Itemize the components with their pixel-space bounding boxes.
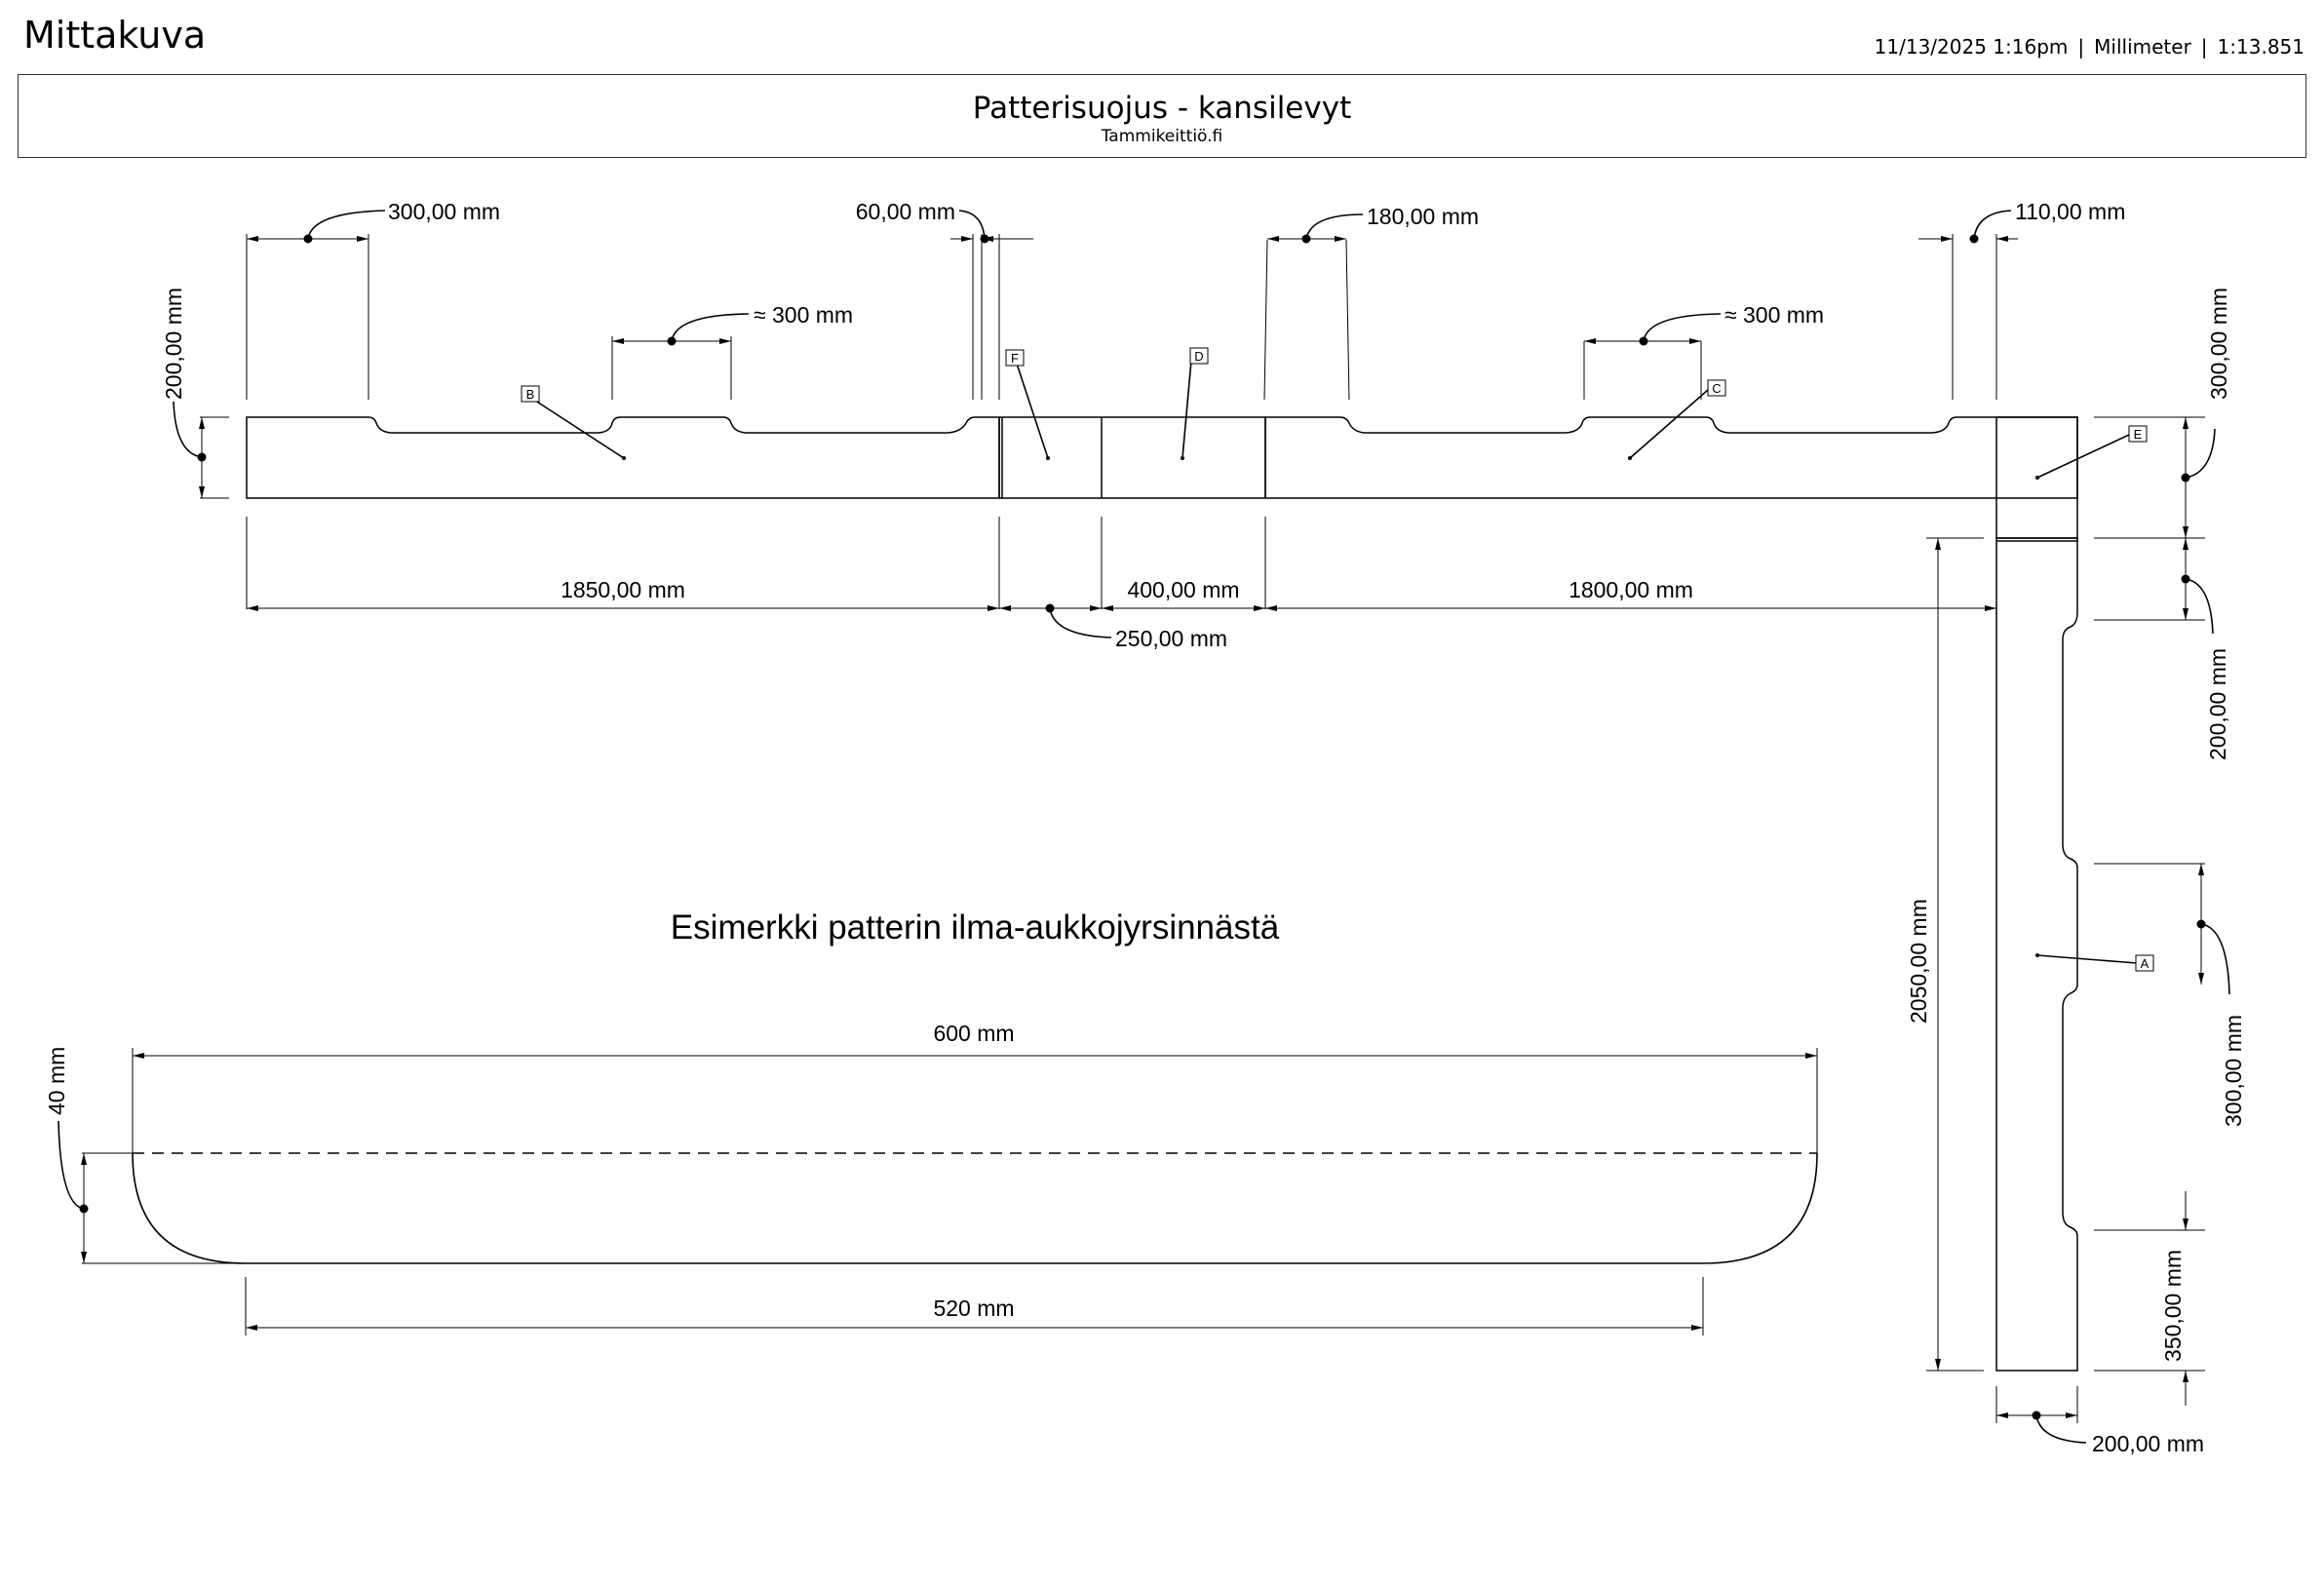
dim-a-width: 200,00 mm [2092, 1431, 2204, 1456]
panel-outline-top [246, 416, 1000, 499]
dimension-dot [1045, 603, 1055, 613]
part-dot [2035, 953, 2039, 957]
dim-gap-e: 110,00 mm [2015, 199, 2125, 224]
dimension-dot [2032, 1411, 2041, 1420]
title-block: Patterisuojus - kansilevyt Tammikeittiö.… [18, 74, 2306, 158]
part-dot [1046, 456, 1050, 460]
part-label-d: D [1194, 349, 1203, 364]
part-label-box [2135, 954, 2154, 972]
part-label-c: C [1712, 381, 1721, 396]
dim-slot-width-b: 300,00 mm [388, 199, 500, 224]
dimension-dot [2181, 473, 2190, 483]
extension-line [1263, 239, 1268, 401]
dimension-dot [2181, 574, 2190, 584]
leader-line [307, 210, 386, 240]
drawing-subtitle: Tammikeittiö.fi [1101, 127, 1223, 146]
dim-length-c: 1800,00 mm [1569, 577, 1693, 602]
panel-outline-right [1264, 416, 2078, 499]
page-title: Mittakuva [23, 14, 207, 57]
dim-a-bottom: 350,00 mm [2160, 1250, 2186, 1362]
leader-line [671, 313, 750, 342]
dim-depth: 40 mm [44, 1047, 69, 1115]
part-dot [1181, 456, 1184, 460]
dim-a-slot: 300,00 mm [2221, 1015, 2246, 1127]
dim-slot-spacing-c: ≈ 300 mm [1724, 302, 1824, 328]
dimension-dot [1301, 234, 1311, 244]
dim-bottom-width: 520 mm [933, 1295, 1014, 1321]
part-dot [2035, 476, 2039, 480]
scale-text: 1:13.851 [2217, 35, 2305, 58]
detail-title: Esimerkki patterin ilma-aukkojyrsinnästä [671, 908, 1280, 947]
dimension-dot [1969, 234, 1979, 244]
leader-line [173, 401, 203, 458]
part-label-a: A [2141, 956, 2150, 971]
separator: | [2200, 35, 2208, 58]
dimension-dot [79, 1204, 89, 1214]
leader-line [1629, 389, 1709, 459]
leader-line [2185, 578, 2214, 635]
dim-slot-spacing-b: ≈ 300 mm [754, 302, 853, 328]
dim-height-e: 300,00 mm [2206, 288, 2231, 400]
part-label-box [521, 385, 540, 403]
dimension-dot [2196, 919, 2206, 929]
dim-length-d: 400,00 mm [1127, 577, 1239, 602]
dim-a-top-offset: 200,00 mm [2205, 648, 2230, 760]
part-label-b: B [526, 387, 535, 402]
dim-a-length: 2050,00 mm [1906, 899, 1931, 1024]
leader-line [1973, 210, 2012, 240]
units-text: Millimeter [2094, 35, 2191, 58]
part-label-box [2128, 425, 2148, 443]
leader-line [2185, 428, 2216, 479]
part-label-f: F [1011, 351, 1019, 366]
drawing-title: Patterisuojus - kansilevyt [972, 91, 1352, 126]
dim-top-width: 600 mm [933, 1021, 1014, 1046]
extension-line [1345, 239, 1350, 401]
dimension-dot [667, 336, 677, 346]
part-label-e: E [2134, 427, 2143, 442]
dimension-dot [980, 234, 989, 244]
dim-slot-width-c: 180,00 mm [1367, 204, 1479, 229]
leader-line [525, 394, 625, 459]
dim-length-b: 1850,00 mm [561, 577, 685, 602]
leader-line [2200, 923, 2230, 995]
separator: | [2077, 35, 2085, 58]
date-text: 11/13/2025 1:16pm [1874, 35, 2069, 58]
dim-gap-f: 60,00 mm [856, 199, 955, 224]
leader-line [1643, 313, 1722, 342]
leader-line [1049, 607, 1112, 638]
dim-length-f: 250,00 mm [1115, 626, 1227, 651]
part-dot [622, 456, 626, 460]
leader-line [2036, 954, 2138, 964]
leader-line [1181, 360, 1192, 459]
part-label-box [1707, 379, 1726, 397]
panel-outline-a [1995, 537, 2078, 1372]
dim-height-left: 200,00 mm [161, 288, 186, 400]
part-label-box [1005, 349, 1025, 367]
leader-line [58, 1120, 85, 1210]
dimension-dot [197, 452, 207, 462]
leader-line [958, 210, 986, 240]
part-label-box [1189, 347, 1209, 365]
part-dot [1628, 456, 1632, 460]
dimension-dot [1639, 336, 1648, 346]
leader-line [1305, 213, 1364, 240]
slot-profile [132, 1152, 1818, 1264]
leader-line [1015, 360, 1049, 459]
leader-line [2036, 434, 2130, 479]
drawing-meta: 11/13/2025 1:16pm | Millimeter | 1:13.851 [1875, 35, 2305, 58]
dimension-dot [303, 234, 313, 244]
leader-line [2035, 1414, 2087, 1444]
